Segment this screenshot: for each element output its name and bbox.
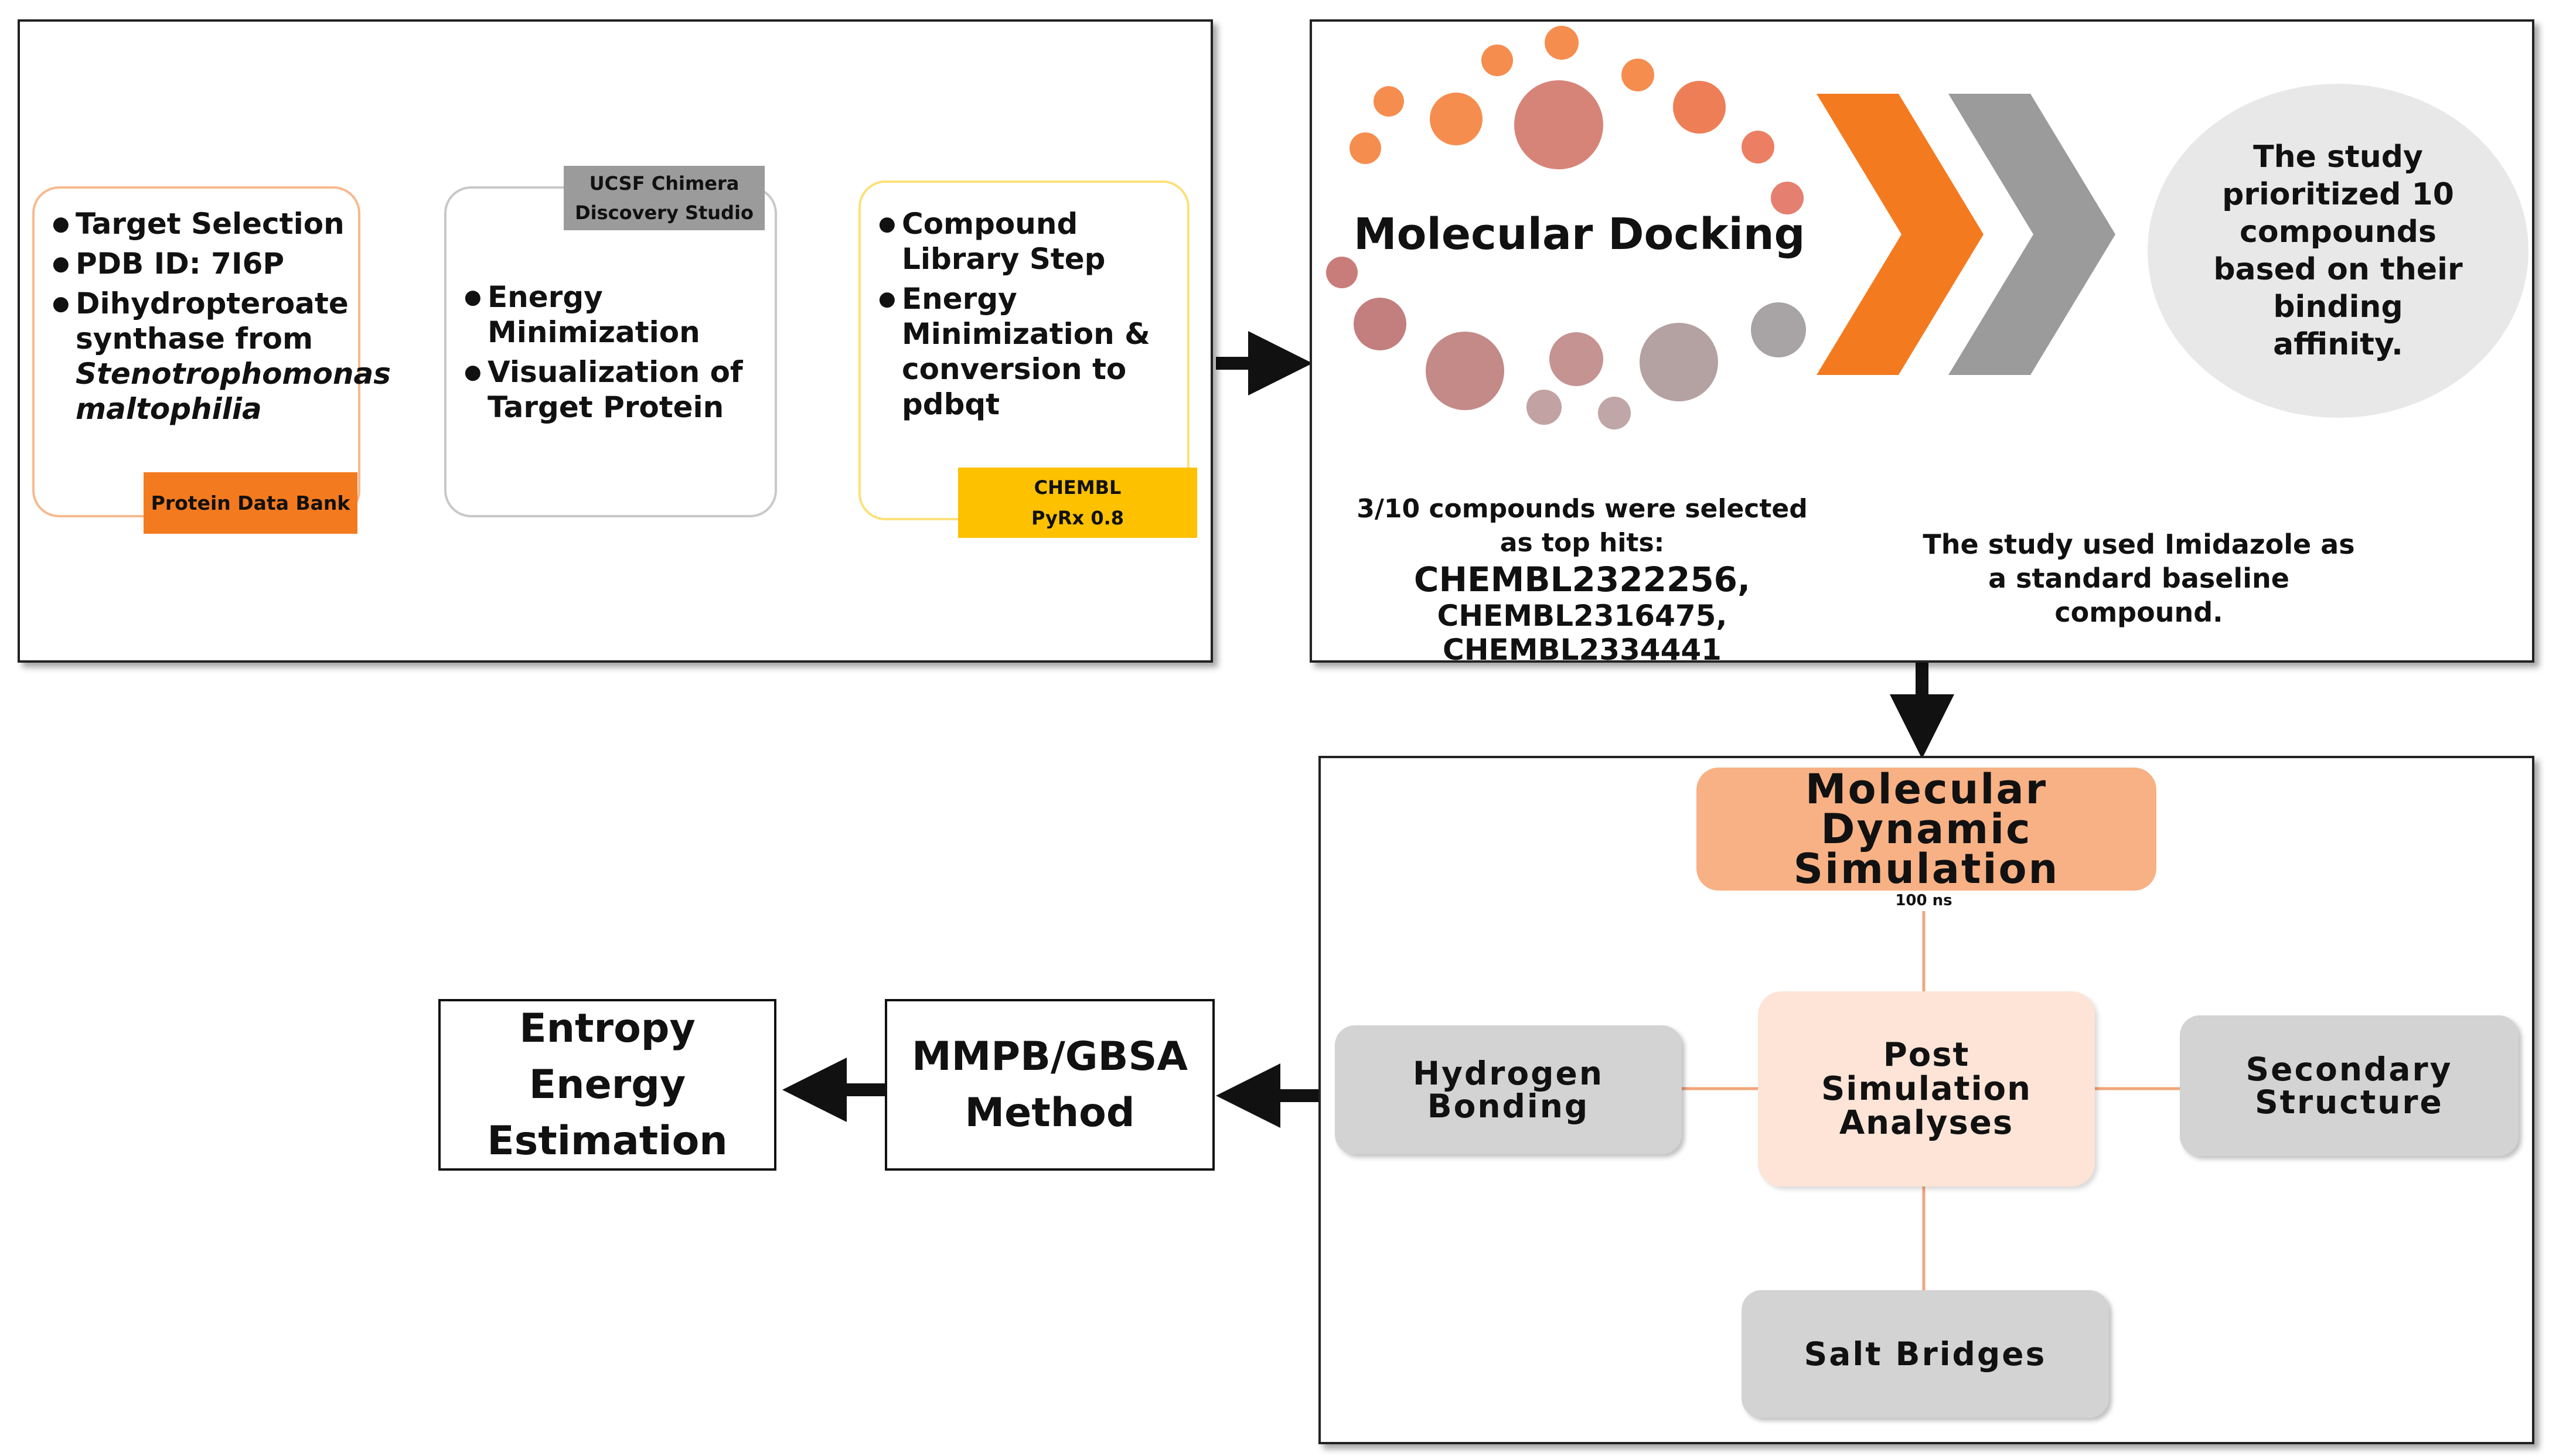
enzyme-item: Dihydropteroate synthase fromStenotropho… [52, 286, 391, 427]
docking-dot [1751, 302, 1806, 357]
entropy-line: Entropy [519, 1005, 696, 1052]
docking-dot [1430, 93, 1483, 145]
conversion-item: Energy Minimization & conversion to pdbq… [878, 281, 1183, 422]
docking-dot [1545, 26, 1579, 60]
entropy-line: Energy [529, 1061, 686, 1108]
top-hits-text: 3/10 compounds were selected as top hits… [1318, 492, 1846, 667]
docking-dot [1549, 332, 1603, 386]
protein-data-bank-label: Protein Data Bank [151, 492, 350, 514]
hit-compound-3: CHEMBL2334441 [1443, 633, 1722, 667]
chembl-tag-line2: PyRx 0.8 [1031, 507, 1124, 529]
chevron-arrows [1817, 94, 2115, 375]
mmpb-line: MMPB/GBSA [911, 1033, 1188, 1080]
hit-compound-1: CHEMBL2322256, [1413, 560, 1751, 599]
docking-dot [1326, 257, 1358, 288]
docking-dot [1742, 131, 1774, 163]
protein-data-bank-tag: Protein Data Bank [144, 472, 357, 534]
hbond-line: Hydrogen [1413, 1055, 1604, 1092]
md-title-line: Molecular [1805, 765, 2048, 813]
entropy-line: Estimation [487, 1117, 728, 1164]
circle-line: based on their [2213, 252, 2463, 287]
hits-line2: as top hits: [1500, 528, 1665, 558]
organism-line2: maltophilia [76, 392, 262, 426]
compound-library-box: Compound Library Step Energy Minimizatio… [858, 180, 1190, 520]
docking-title: Molecular Docking [1354, 209, 1805, 260]
compound-library-item: Compound Library Step [878, 206, 1183, 277]
md-simulation-box: Molecular Dynamic Simulation [1696, 768, 2156, 891]
baseline-line2: a standard baseline [1988, 562, 2289, 594]
circle-line: compounds [2240, 214, 2436, 250]
secondary-structure-box: Secondary Structure [2180, 1015, 2519, 1156]
post-simulation-box: Post Simulation Analyses [1758, 991, 2095, 1186]
salt-bridges-box: Salt Bridges [1742, 1290, 2109, 1418]
hydrogen-bonding-box: Hydrogen Bonding [1335, 1025, 1682, 1154]
chembl-tag: CHEMBL PyRx 0.8 [958, 468, 1197, 538]
pdb-id-item: PDB ID: 7I6P [52, 246, 351, 281]
docking-dots-graphic [1326, 26, 1806, 429]
secondary-line: Secondary [2245, 1051, 2453, 1088]
hbond-line: Bonding [1427, 1087, 1590, 1125]
target-selection-box: Target Selection PDB ID: 7I6P Dihydropte… [32, 186, 391, 517]
mmpb-gbsa-box: MMPB/GBSA Method [885, 999, 1215, 1171]
chimera-tag-line1: UCSF Chimera [589, 172, 740, 195]
docking-dot [1771, 182, 1804, 214]
md-connectors [1682, 911, 2180, 1290]
visualization-item: Visualization of Target Protein [464, 354, 763, 425]
hit-compound-2: CHEMBL2316475, [1437, 599, 1727, 633]
energy-minimization-item: Energy Minimization [464, 279, 763, 350]
docking-dot [1350, 132, 1381, 164]
circle-line: prioritized 10 [2222, 177, 2454, 212]
orange-chevron [1817, 94, 1984, 375]
chimera-tag: UCSF Chimera Discovery Studio [564, 166, 765, 230]
docking-dot [1673, 81, 1726, 134]
gray-chevron [1948, 94, 2115, 375]
salt-bridges-label: Salt Bridges [1804, 1335, 2047, 1373]
docking-dot [1514, 80, 1603, 169]
docking-dot [1598, 397, 1631, 429]
post-sim-line: Analyses [1839, 1103, 2014, 1142]
docking-dot [1374, 86, 1404, 117]
docking-dot [1481, 45, 1513, 76]
energy-minimization-box: Energy Minimization Visualization of Tar… [444, 186, 777, 517]
mmpb-line: Method [965, 1089, 1135, 1136]
md-title-line: Dynamic [1821, 805, 2032, 853]
baseline-line1: The study used Imidazole as [1923, 528, 2355, 560]
prioritized-compounds-circle: The study prioritized 10 compounds based… [2148, 84, 2528, 418]
docking-dot [1640, 323, 1718, 401]
secondary-line: Structure [2255, 1083, 2444, 1121]
md-title-line: Simulation [1793, 845, 2060, 893]
hits-line1: 3/10 compounds were selected [1357, 494, 1808, 524]
organism-line1: Stenotrophomonas [76, 357, 391, 391]
post-sim-line: Post [1883, 1035, 1970, 1074]
docking-dot [1526, 390, 1562, 425]
md-duration: 100 ns [1895, 892, 1952, 909]
docking-dot [1426, 332, 1504, 410]
docking-dot [1354, 298, 1406, 350]
baseline-compound-text: The study used Imidazole as a standard b… [1875, 527, 2403, 633]
post-sim-line: Simulation [1821, 1069, 2032, 1108]
circle-line: affinity. [2273, 327, 2403, 362]
entropy-energy-box: Entropy Energy Estimation [438, 999, 776, 1171]
circle-line: binding [2273, 289, 2403, 325]
docking-dot [1621, 59, 1654, 91]
circle-line: The study [2253, 139, 2423, 175]
baseline-line3: compound. [2054, 596, 2223, 628]
target-selection-item: Target Selection [52, 206, 351, 241]
chembl-tag-line1: CHEMBL [1034, 476, 1122, 499]
chimera-tag-line2: Discovery Studio [575, 202, 754, 224]
